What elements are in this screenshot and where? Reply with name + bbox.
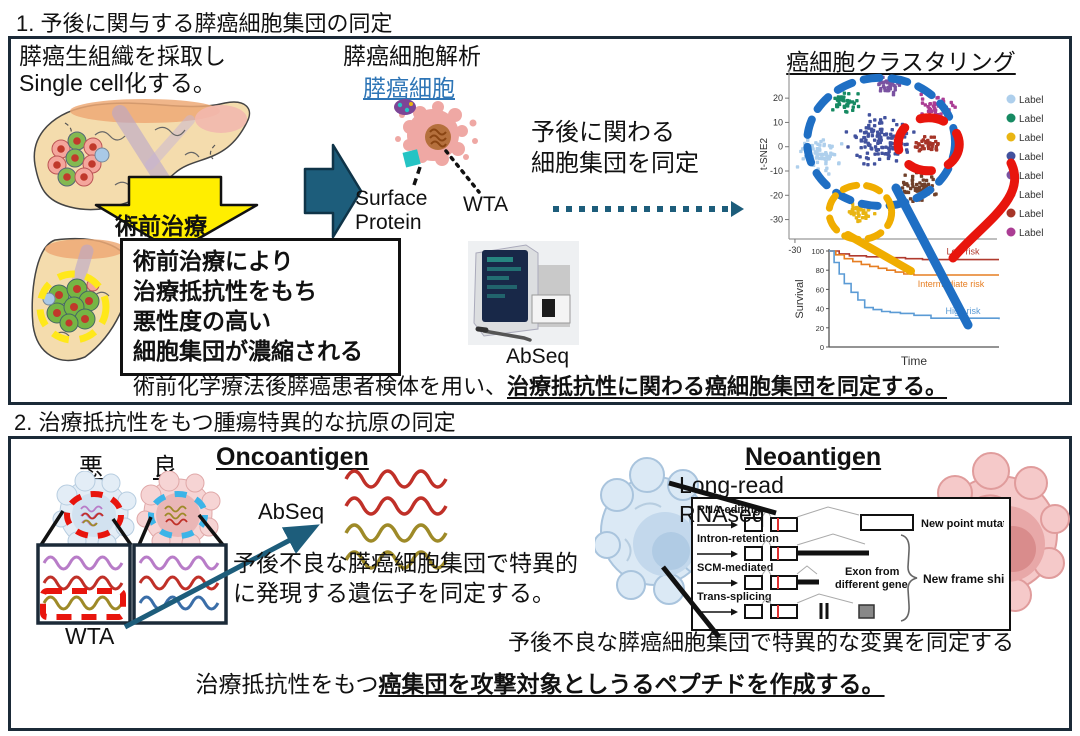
svg-text:Label: Label (1019, 171, 1043, 182)
abseq-label-2: AbSeq (258, 499, 325, 524)
sample-intro-line1: 膵癌生組織を採取し (19, 43, 226, 69)
svg-text:Survival: Survival (794, 279, 806, 318)
section1-summary-emphasis: 治療抵抗性に関わる癌細胞集団を同定する。 (507, 374, 948, 399)
neoantigen-title: Neoantigen (745, 443, 882, 471)
wta-label: WTA (463, 193, 509, 216)
dotted-flow-arrow (553, 206, 731, 212)
svg-text:60: 60 (816, 285, 824, 294)
dotted-flow-arrowhead (731, 201, 744, 217)
svg-text:New frame shift: New frame shift (923, 572, 1004, 586)
surface-protein-line2: Protein (355, 211, 422, 235)
svg-text:20: 20 (816, 324, 824, 333)
teal-marker-square (402, 149, 421, 168)
section1-summary-plain: 術前化学療法後膵癌患者検体を用い、 (132, 374, 507, 399)
tsne-scatter-chart: 20100-10-20-30-30t-SNE2LabelLabelLabelLa… (759, 69, 1043, 255)
svg-text:10: 10 (773, 117, 783, 127)
svg-text:New point mutation: New point mutation (921, 518, 1004, 530)
svg-text:Label: Label (1019, 133, 1043, 144)
target-gene-dashed-rect (40, 588, 126, 620)
svg-text:-20: -20 (770, 190, 783, 200)
svg-text:Label: Label (1019, 114, 1043, 125)
enrichment-line4: 細胞集団が濃縮される (133, 337, 363, 364)
svg-text:-10: -10 (770, 166, 783, 176)
identify-line1: 予後に関わる (531, 119, 675, 146)
svg-text:Trans-splicing: Trans-splicing (697, 591, 772, 603)
svg-text:-30: -30 (770, 215, 783, 225)
analysis-title: 膵癌細胞解析 (343, 43, 481, 69)
section1-panel: 膵癌生組織を採取し Single cell化する。 (8, 36, 1072, 405)
svg-text:different gene: different gene (835, 579, 908, 591)
section2-title: 2. 治療抵抗性をもつ腫瘍特異的な抗原の同定 (14, 410, 456, 435)
clustering-title: 癌細胞クラスタリング (786, 49, 1016, 75)
section1-summary: 術前化学療法後膵癌患者検体を用い、治療抵抗性に関わる癌細胞集団を同定する。 (11, 369, 1069, 401)
longread-line2: RNAseq (679, 500, 765, 527)
surface-protein-line1: Surface (355, 187, 428, 210)
enrichment-line1: 術前治療により (133, 248, 294, 274)
section2-panel: 悪 良 WTA (8, 436, 1072, 731)
preop-treatment-arrow-label: 術前治療 (115, 213, 207, 239)
svg-text:-30: -30 (788, 245, 801, 255)
longread-line1: Long-read (679, 472, 784, 498)
oncoantigen-text-line2: に発現する遺伝子を同定する。 (233, 579, 555, 606)
enrichment-line3: 悪性度の高い (133, 307, 271, 334)
oncoantigen-title: Oncoantigen (216, 443, 369, 471)
svg-text:0: 0 (820, 343, 824, 352)
surface-protein-label: Surface Protein (355, 187, 427, 235)
flow-arrow-right (303, 143, 363, 239)
enrichment-info-box: 術前治療により 治療抵抗性をもち 悪性度の高い 細胞集団が濃縮される (120, 238, 401, 376)
oncoantigen-text-line1: 予後不良な膵癌細胞集団で特異的 (233, 550, 578, 576)
svg-text:Label: Label (1019, 209, 1043, 220)
section2-summary: 治療抵抗性をもつ癌集団を攻撃対象としうるペプチドを作成する。 (11, 665, 1069, 699)
svg-text:0: 0 (778, 142, 783, 152)
cancer-cell-link[interactable]: 膵癌細胞 (363, 75, 455, 101)
svg-text:Label: Label (1019, 152, 1043, 163)
enrichment-line2: 治療抵抗性をもち (133, 277, 317, 304)
svg-text:Intron-retention: Intron-retention (697, 533, 779, 545)
svg-text:Label: Label (1019, 95, 1043, 106)
oncoantigen-text: 予後不良な膵癌細胞集団で特異的 に発現する遺伝子を同定する。 (233, 549, 578, 609)
svg-text:Intermediate risk: Intermediate risk (918, 279, 985, 289)
sample-intro-text: 膵癌生組織を採取し Single cell化する。 (19, 43, 226, 97)
selected-population-circle (36, 270, 110, 344)
sample-intro-line2: Single cell化する。 (19, 70, 216, 97)
section2-summary-plain: 治療抵抗性をもつ (195, 671, 379, 697)
svg-text:Exon from: Exon from (845, 566, 900, 578)
bad-population-dashed-circle (64, 491, 124, 539)
tumor-cell-cluster-resistant (42, 278, 100, 333)
immune-fragment (394, 99, 416, 115)
pancreas-illustration-before (33, 99, 251, 211)
section1-title: 1. 予後に関与する膵癌細胞集団の同定 (16, 11, 393, 36)
longread-label: Long-read RNAseq (679, 471, 784, 529)
cancer-cell-illustration (394, 99, 481, 194)
wta-wave-box-good (132, 543, 228, 625)
svg-text:Label: Label (1019, 190, 1043, 201)
svg-text:High risk: High risk (945, 306, 981, 316)
svg-text:SCM-mediated: SCM-mediated (697, 562, 773, 574)
svg-text:Time: Time (901, 354, 928, 368)
abseq-machine-image (468, 241, 579, 345)
oncoantigen-result-waves (344, 469, 448, 570)
section2-summary-emphasis: 癌集団を攻撃対象としうるペプチドを作成する。 (378, 671, 885, 697)
wta-label-2: WTA (65, 623, 115, 649)
svg-text:Low risk: Low risk (946, 247, 980, 257)
svg-text:40: 40 (816, 305, 824, 314)
neoantigen-text: 予後不良な膵癌細胞集団で特異的な変異を同定する (508, 630, 1015, 655)
tumor-cell-cluster-mixed (47, 131, 110, 187)
svg-text:100: 100 (811, 247, 824, 256)
wta-wave-box-bad (36, 543, 132, 625)
identify-line2: 細胞集団を同定 (531, 150, 699, 178)
identify-population-text: 予後に関わる 細胞集団を同定 (531, 117, 699, 179)
svg-text:20: 20 (773, 93, 783, 103)
svg-text:80: 80 (816, 266, 824, 275)
abseq-label: AbSeq (506, 345, 570, 368)
svg-text:t-SNE2: t-SNE2 (759, 137, 770, 170)
pancreas-illustration-after (31, 238, 132, 362)
svg-text:Label: Label (1019, 228, 1043, 239)
preop-treatment-arrow (94, 175, 259, 254)
